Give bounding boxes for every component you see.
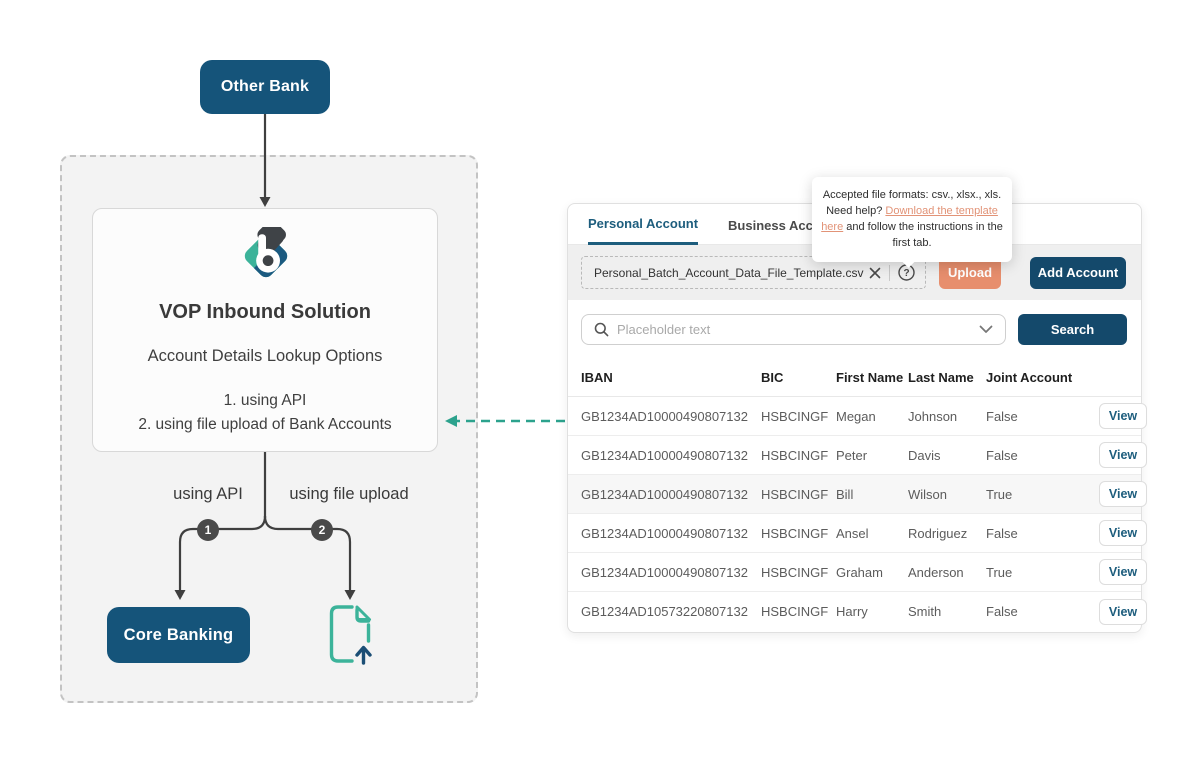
view-button[interactable]: View [1099, 442, 1147, 468]
cell-iban: GB1234AD10000490807132 [581, 447, 748, 463]
cell-bic: HSBCINGF [761, 564, 829, 580]
chevron-down-icon[interactable] [979, 325, 993, 334]
cell-bic: HSBCINGF [761, 408, 829, 424]
cell-joint: True [986, 564, 1013, 580]
search-button[interactable]: Search [1018, 313, 1127, 345]
account-panel-card: Personal Account Business Account Person… [567, 203, 1147, 633]
table-row: GB1234AD10000490807132 HSBCINGF Megan Jo… [568, 397, 1147, 436]
view-button[interactable]: View [1099, 481, 1147, 507]
table-header: IBAN BIC First Name Last Name Joint Acco… [568, 358, 1141, 397]
table-row: GB1234AD10000490807132 HSBCINGF Ansel Ro… [568, 514, 1147, 553]
close-icon [869, 267, 881, 278]
cell-bic: HSBCINGF [761, 604, 829, 619]
cell-first: Megan [836, 408, 876, 424]
cell-bic: HSBCINGF [761, 486, 829, 502]
vop-option-2: 2. using file upload of Bank Accounts [138, 416, 392, 433]
view-button[interactable]: View [1099, 520, 1147, 546]
tab-personal-account[interactable]: Personal Account [588, 216, 699, 245]
cell-iban: GB1234AD10573220807132 [581, 604, 748, 619]
other-bank-node: Other Bank [200, 60, 330, 114]
view-button[interactable]: View [1099, 559, 1147, 585]
cell-first: Graham [836, 564, 883, 580]
col-last-name: Last Name [908, 369, 974, 385]
vop-title: VOP Inbound Solution [159, 301, 371, 323]
cell-iban: GB1234AD10000490807132 [581, 564, 748, 580]
vop-options: 1. using API 2. using file upload of Ban… [93, 389, 437, 437]
cell-iban: GB1234AD10000490807132 [581, 486, 748, 502]
cell-joint: False [986, 447, 1018, 463]
table-row: GB1234AD10000490807132 HSBCINGF Graham A… [568, 553, 1147, 592]
search-icon [594, 322, 609, 336]
cell-last: Wilson [908, 486, 948, 502]
vop-solution-box: VOP Inbound Solution Account Details Loo… [92, 208, 438, 452]
cell-bic: HSBCINGF [761, 447, 829, 463]
cell-bic: HSBCINGF [761, 525, 829, 541]
cell-first: Ansel [836, 525, 869, 541]
other-bank-label: Other Bank [220, 78, 310, 95]
cell-first: Bill [836, 486, 854, 502]
badge-1: 1 [197, 519, 219, 541]
branch-label-using-api: using API [173, 485, 243, 503]
cell-joint: False [986, 604, 1018, 619]
core-banking-node: Core Banking [107, 607, 250, 663]
tooltip-text-post: and follow the instructions in the first… [843, 221, 1003, 249]
table-row: GB1234AD10000490807132 HSBCINGF Bill Wil… [568, 475, 1147, 514]
cell-joint: False [986, 525, 1018, 541]
branch-label-using-file-upload: using file upload [289, 485, 409, 503]
cell-first: Peter [836, 447, 868, 463]
cell-iban: GB1234AD10000490807132 [581, 408, 748, 424]
cell-last: Rodriguez [908, 525, 968, 541]
col-iban: IBAN [581, 369, 613, 385]
badge-2: 2 [311, 519, 333, 541]
cell-last: Smith [908, 604, 942, 619]
table-row: GB1234AD10573220807132 HSBCINGF Harry Sm… [568, 592, 1147, 631]
tooltip-text-pre: Accepted file formats: csv., xlsx., xls.… [822, 189, 1002, 217]
cell-joint: True [986, 486, 1013, 502]
download-template-link[interactable]: Download the template here [821, 205, 998, 233]
view-button[interactable]: View [1099, 403, 1147, 429]
vop-option-1: 1. using API [223, 392, 307, 409]
clear-file-button[interactable] [869, 267, 881, 279]
col-bic: BIC [761, 369, 784, 385]
svg-text:?: ? [903, 268, 909, 279]
cell-last: Anderson [908, 564, 964, 580]
search-field[interactable] [581, 313, 1006, 345]
core-banking-label: Core Banking [123, 625, 234, 644]
file-upload-icon [329, 605, 372, 665]
file-upload-field[interactable]: Personal_Batch_Account_Data_File_Templat… [581, 256, 926, 289]
col-first-name: First Name [836, 369, 904, 385]
cell-last: Davis [908, 447, 941, 463]
divider [889, 264, 890, 281]
view-button[interactable]: View [1099, 598, 1147, 625]
file-format-tooltip: Accepted file formats: csv., xlsx., xls.… [812, 177, 1012, 262]
cell-iban: GB1234AD10000490807132 [581, 525, 748, 541]
table-row: GB1234AD10000490807132 HSBCINGF Peter Da… [568, 436, 1147, 475]
vop-subtitle: Account Details Lookup Options [147, 347, 383, 365]
uploaded-filename: Personal_Batch_Account_Data_File_Templat… [594, 265, 864, 280]
cell-first: Harry [836, 604, 868, 619]
search-input[interactable] [617, 321, 979, 337]
cell-last: Johnson [908, 408, 958, 424]
cell-joint: False [986, 408, 1018, 424]
add-account-button[interactable]: Add Account [1030, 256, 1126, 289]
vop-logo-icon [244, 227, 288, 278]
col-joint-account: Joint Account [986, 369, 1073, 385]
search-row: Search [568, 300, 1141, 358]
